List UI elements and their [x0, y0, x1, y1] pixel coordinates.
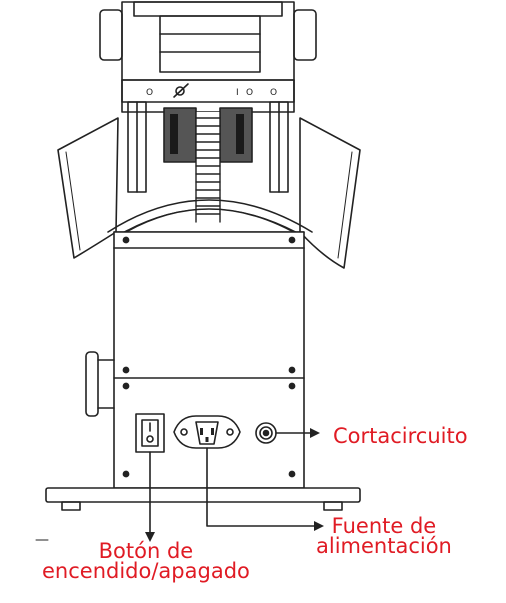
- side-handle: [85, 351, 115, 417]
- upper-frame: O I O O: [99, 1, 317, 113]
- breaker-drawing: [255, 422, 277, 444]
- svg-text:O: O: [246, 88, 253, 98]
- svg-text:O: O: [270, 88, 277, 98]
- power-switch-drawing: [135, 413, 165, 453]
- breaker-label: Cortacircuito: [333, 424, 468, 448]
- svg-text:O: O: [146, 88, 153, 98]
- power-switch-label: Botón de encendido/apagado: [42, 539, 250, 583]
- svg-text:I: I: [236, 88, 239, 98]
- power-switch-label-line1: Botón de: [98, 539, 194, 563]
- power-inlet-drawing: [173, 415, 241, 449]
- base-plate: [35, 487, 361, 541]
- power-inlet-label-line2: alimentación: [316, 534, 452, 558]
- coil-spring: [195, 111, 221, 223]
- power-inlet-label: Fuente de alimentación: [316, 514, 452, 558]
- power-switch-label-line2: encendido/apagado: [42, 559, 250, 583]
- leader-lines: [145, 428, 324, 542]
- power-inlet-label-line1: Fuente de: [331, 514, 437, 538]
- frame-posts: [127, 101, 289, 193]
